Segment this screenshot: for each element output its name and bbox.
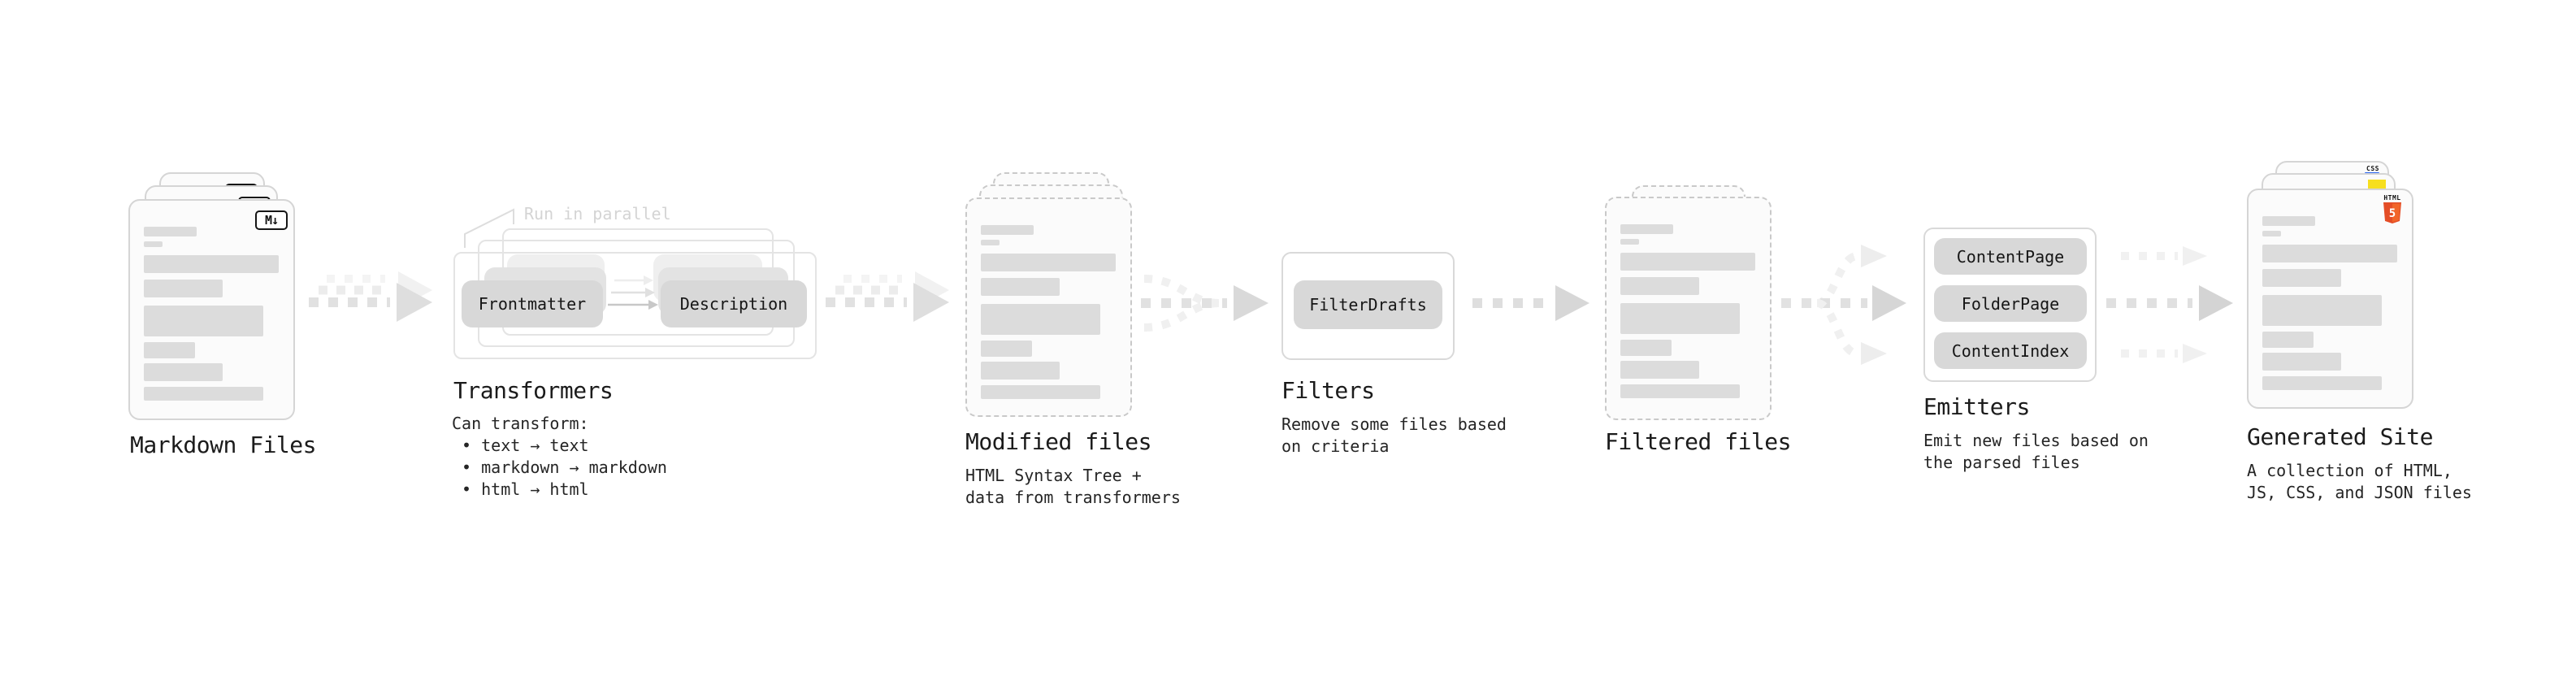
- frontmatter-pill-label: Frontmatter: [478, 294, 587, 314]
- stage-title-emitters: Emitters: [1923, 393, 2030, 420]
- folderpage-pill: FolderPage: [1934, 285, 2087, 322]
- stage-subtitle-generated: A collection of HTML, JS, CSS, and JSON …: [2247, 461, 2472, 502]
- filterdrafts-pill-label: FilterDrafts: [1309, 295, 1427, 314]
- markdown-badge-label: M↓: [264, 213, 279, 228]
- modified-file-icon: [965, 197, 1132, 417]
- stage-title-filters: Filters: [1281, 377, 1375, 404]
- stage-title-modified: Modified files: [965, 428, 1152, 455]
- js-badge-icon: [2368, 180, 2386, 189]
- contentindex-pill: ContentIndex: [1934, 332, 2087, 369]
- stage-subtitle-emitters: Emit new files based on the parsed files: [1923, 431, 2149, 472]
- stage-title-generated: Generated Site: [2247, 423, 2434, 450]
- stage-subtitle-filters: Remove some files based on criteria: [1281, 414, 1507, 456]
- svg-text:5: 5: [2389, 207, 2396, 220]
- html-file-icon: HTML 5: [2247, 189, 2413, 409]
- filtered-file-icon: [1605, 197, 1772, 420]
- description-pill-label: Description: [679, 294, 788, 314]
- run-in-parallel-note: Run in parallel: [524, 204, 671, 223]
- stage-title-filtered: Filtered files: [1605, 428, 1792, 455]
- note-connector-line: [464, 208, 514, 248]
- arrow-markdown-to-transformers-icon: [309, 271, 432, 322]
- transformer-layer-front: [453, 252, 817, 359]
- contentpage-pill: ContentPage: [1934, 238, 2087, 275]
- arrow-emitters-to-generated-icon: [2106, 285, 2233, 321]
- html5-badge-label: HTML: [2383, 194, 2401, 202]
- arrow-modified-to-filters-icon: [1141, 275, 1268, 332]
- arrow-transformers-to-modified-icon: [826, 271, 949, 322]
- transform-arrows-icon: [608, 275, 658, 310]
- stage-subtitle-modified: HTML Syntax Tree + data from transformer…: [965, 466, 1181, 507]
- frontmatter-pill: Frontmatter: [462, 280, 603, 327]
- arrow-filters-to-filtered-icon: [1472, 285, 1589, 321]
- stage-title-markdown: Markdown Files: [130, 432, 317, 458]
- stage-subtitle-transformers: Can transform: • text → text • markdown …: [452, 414, 667, 499]
- markdown-file-icon: M↓: [128, 199, 295, 420]
- folderpage-pill-label: FolderPage: [1961, 293, 2060, 314]
- contentindex-pill-label: ContentIndex: [1951, 340, 2070, 361]
- css-badge-label: CSS: [2366, 165, 2379, 172]
- arrow-emitters-to-generated-bottom-icon: [2121, 344, 2207, 363]
- filterdrafts-pill: FilterDrafts: [1294, 280, 1442, 329]
- markdown-badge-icon: M↓: [255, 210, 288, 230]
- contentpage-pill-label: ContentPage: [1956, 246, 2065, 267]
- arrow-emitters-to-generated-top-icon: [2121, 246, 2207, 266]
- arrow-filtered-to-emitters-icon: [1781, 245, 1906, 365]
- description-pill: Description: [661, 280, 807, 327]
- html5-badge-icon: HTML 5: [2383, 194, 2402, 223]
- stage-title-transformers: Transformers: [453, 377, 614, 404]
